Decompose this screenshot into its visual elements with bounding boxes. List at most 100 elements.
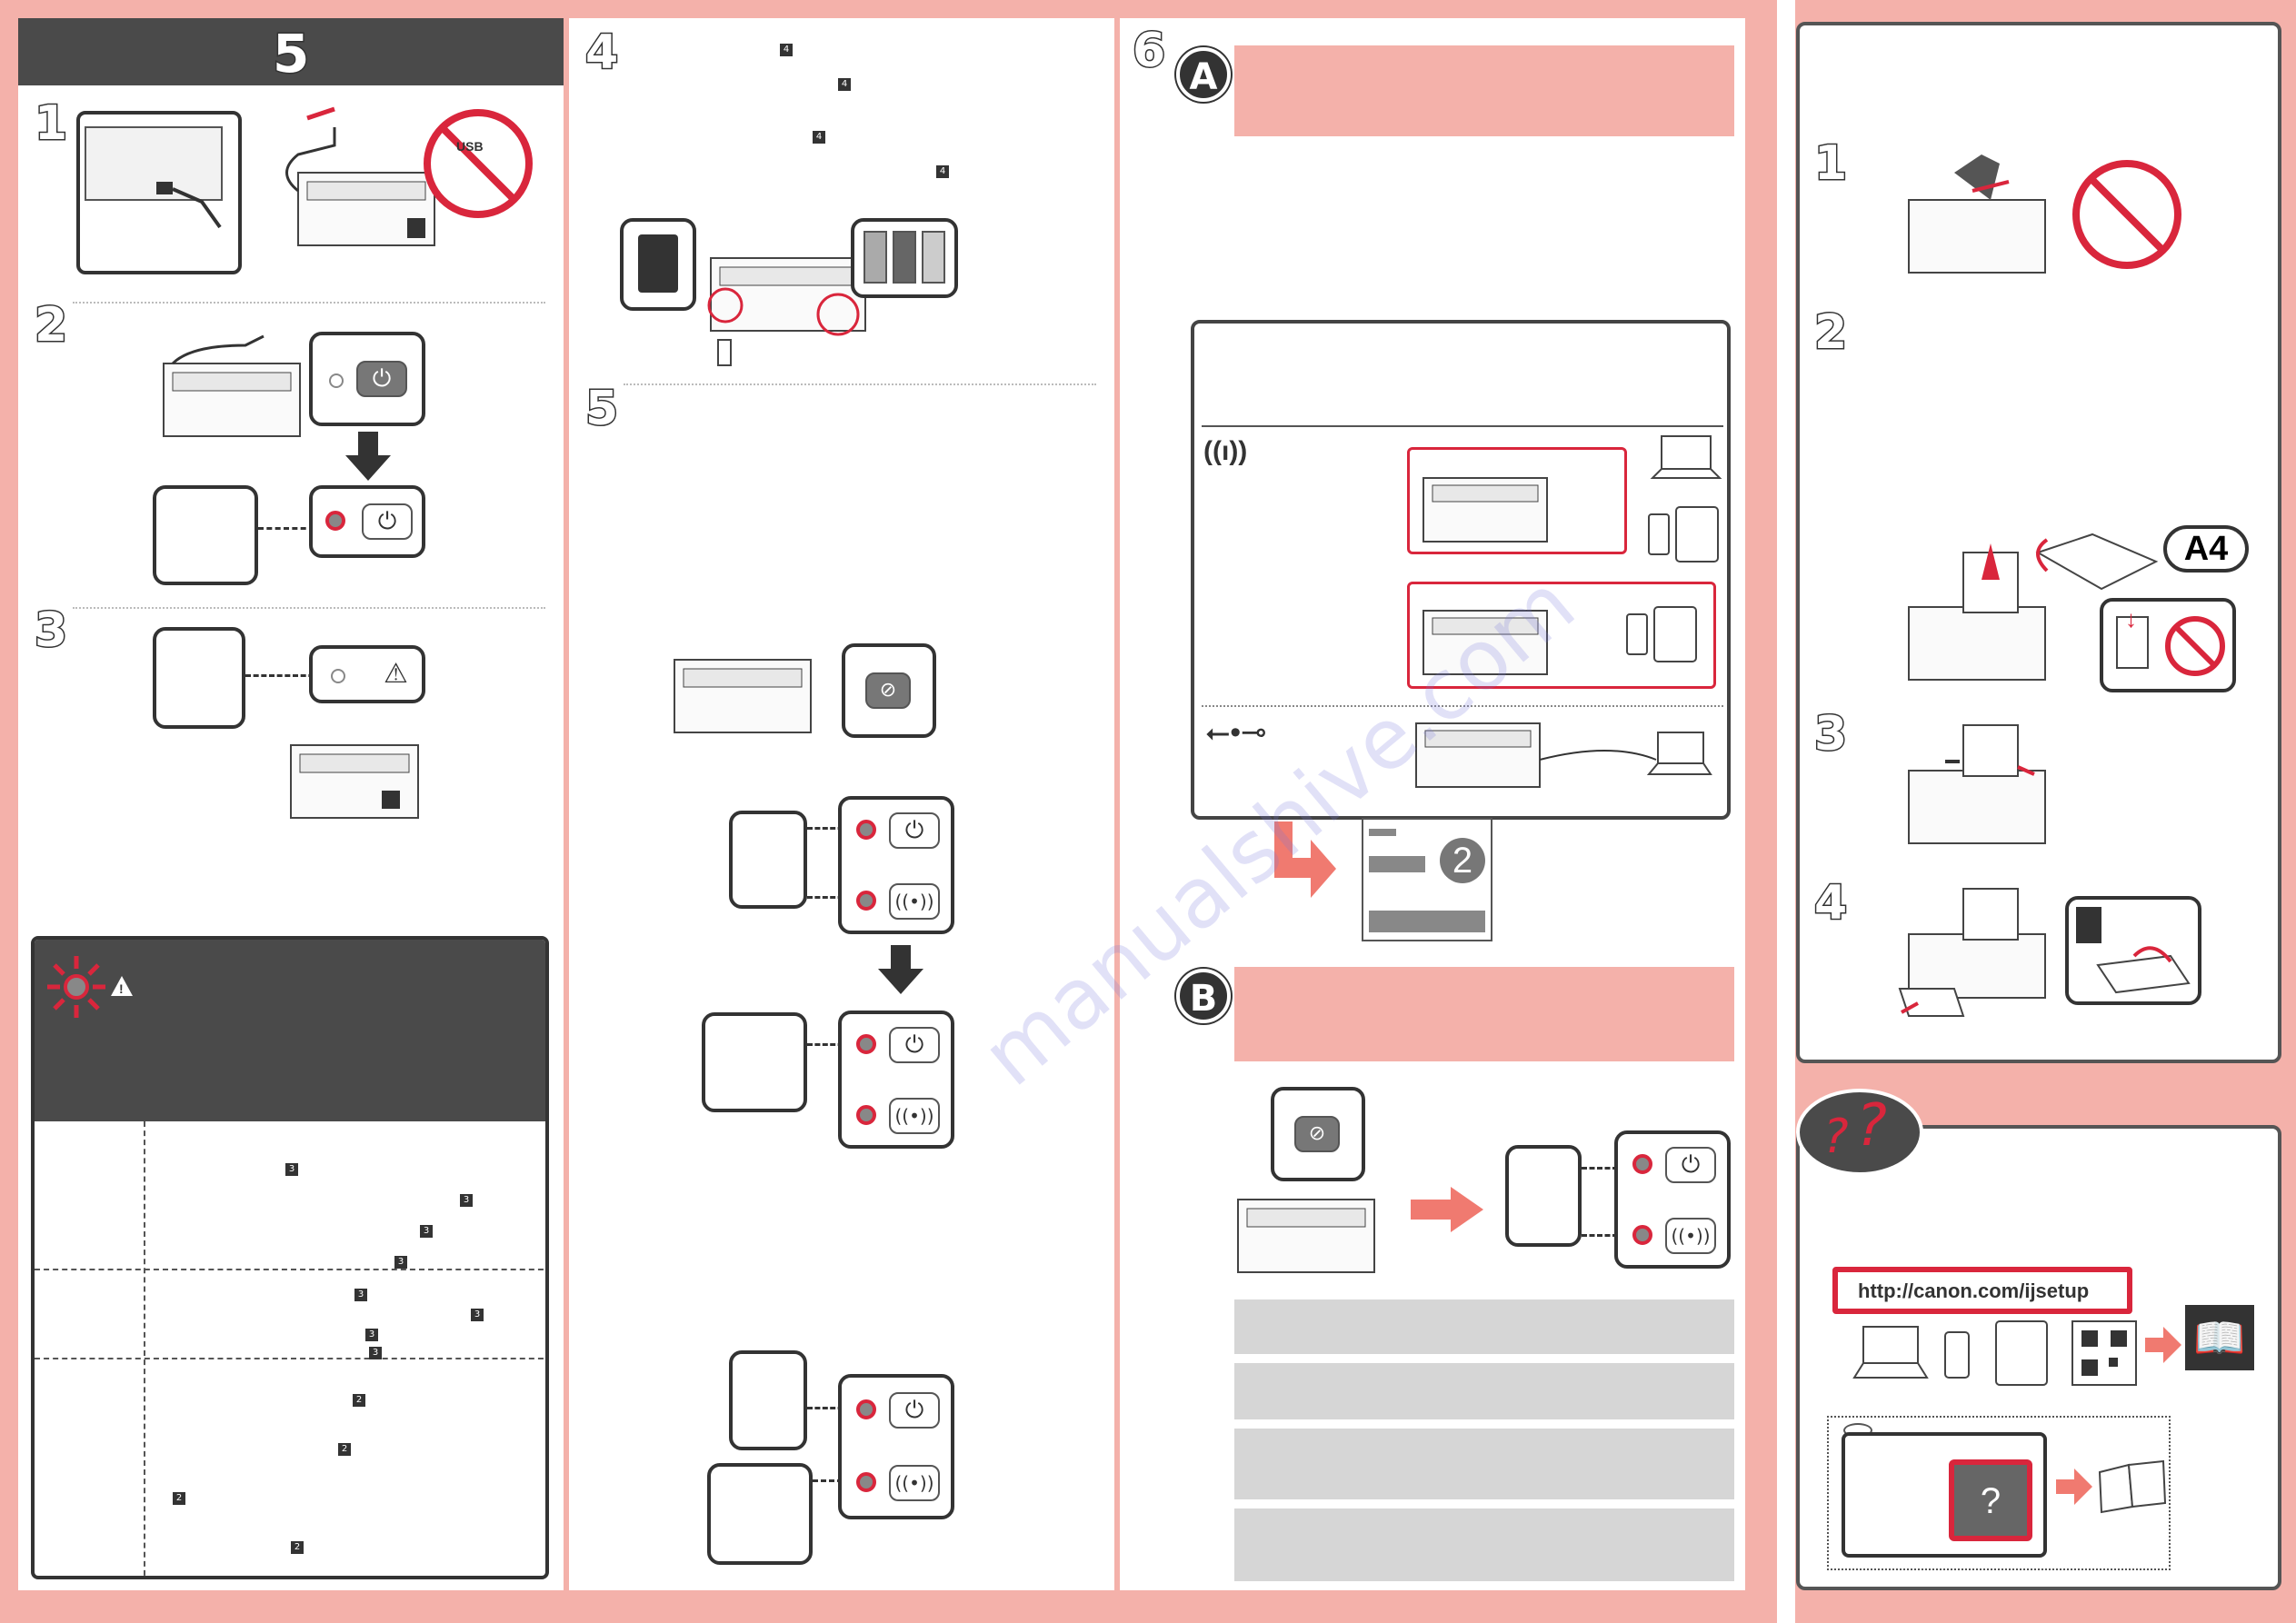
arrow-right-icon — [2145, 1327, 2181, 1363]
arrow-down-icon — [345, 432, 391, 481]
power-led-off — [329, 373, 344, 388]
power-wifi-panel-3: ⏻ ((•)) — [838, 1374, 954, 1519]
wifi-button[interactable]: ((•)) — [889, 1465, 940, 1501]
url-box[interactable]: http://canon.com/ijsetup — [1832, 1267, 2132, 1314]
divider — [73, 302, 545, 304]
power-button[interactable]: ⏻ — [356, 361, 407, 397]
stop-button-closeup: ⊘ — [1271, 1087, 1365, 1181]
status-box-3 — [729, 811, 807, 909]
panel-paper-loading: 1 2 A4 ↓ 3 4 — [1796, 22, 2281, 1063]
installer-screen: ? — [1842, 1432, 2047, 1558]
power-led-blink — [856, 1034, 876, 1054]
info-band-2 — [1234, 1363, 1734, 1419]
error-row-divider — [35, 1358, 545, 1359]
power-wifi-panel-1: ⏻ ((•)) — [838, 796, 954, 934]
svg-text:?: ? — [1856, 1092, 1887, 1160]
arrow-right-icon — [2056, 1469, 2092, 1505]
printer-with-cord-icon — [163, 334, 301, 437]
power-button[interactable]: ⏻ — [889, 1392, 940, 1429]
power-led-blink — [325, 511, 345, 531]
ref-mark: 4 — [813, 131, 825, 144]
wifi-button[interactable]: ((•)) — [889, 883, 940, 920]
panel-setup-power: 5 1 USB 2 ⏻ ⏻ 3 — [18, 18, 564, 1590]
info-band-1 — [1234, 1299, 1734, 1354]
status-box-7 — [1505, 1145, 1582, 1247]
ref-mark: 2 — [353, 1394, 365, 1407]
printer-icon — [1423, 477, 1548, 543]
booklet-number: 2 — [1440, 838, 1485, 883]
printer-rear-closeup — [76, 111, 242, 274]
paper-orientation-closeup: ↓ — [2100, 598, 2236, 692]
arrow-down-icon — [878, 945, 923, 994]
panel-connection: 6 A ((ı)) ⭠•⊸ — [1120, 18, 1745, 1590]
header-step-number: 5 — [271, 23, 310, 85]
ref-mark: 2 — [173, 1492, 185, 1505]
ink-tank — [922, 231, 945, 284]
printer-cover-open-icon — [1908, 154, 2046, 274]
booklet-bar — [1369, 911, 1485, 932]
step-2: 2 — [33, 298, 68, 353]
svg-text:!: ! — [119, 981, 124, 996]
ref-mark: 2 — [338, 1443, 351, 1456]
status-box-1 — [153, 485, 258, 585]
ref-mark: 3 — [285, 1163, 298, 1176]
panel-header-bar — [18, 18, 564, 85]
smartphone-tablet-icon — [1626, 606, 1697, 662]
power-led-panel: ⏻ — [309, 485, 425, 558]
step-3: 3 — [1812, 707, 1848, 762]
ref-mark: 4 — [838, 78, 851, 91]
step-6: 6 — [1131, 24, 1166, 78]
ref-mark: 3 — [471, 1309, 484, 1321]
help-app-icon[interactable]: ? — [1949, 1459, 2032, 1541]
alarm-led-off — [331, 669, 345, 683]
panel-online-manual: ? ? http://canon.com/ijsetup 📖 ? — [1796, 1089, 2281, 1590]
svg-text:USB: USB — [456, 139, 484, 154]
connection-methods-box: ((ı)) ⭠•⊸ — [1191, 320, 1731, 820]
tray-extension-icon — [2076, 907, 2191, 994]
power-button-panel: ⏻ — [309, 332, 425, 426]
wifi-button[interactable]: ((•)) — [889, 1098, 940, 1134]
devices-icon — [1852, 1320, 2137, 1386]
step-2: 2 — [1812, 305, 1848, 360]
power-button[interactable]: ⏻ — [889, 812, 940, 849]
power-button-small[interactable]: ⏻ — [362, 503, 413, 540]
svg-text:?: ? — [1823, 1110, 1849, 1164]
stop-button[interactable]: ⊘ — [865, 672, 911, 709]
output-tray-closeup — [2065, 896, 2201, 1005]
ref-mark: 2 — [291, 1541, 304, 1554]
printer-laptop-usb-icon — [1415, 722, 1712, 788]
question-icon: ? ? — [1796, 1089, 1923, 1176]
wifi-button[interactable]: ((•)) — [1665, 1218, 1716, 1254]
ref-mark: 3 — [460, 1194, 473, 1207]
step-4: 4 — [1812, 876, 1848, 931]
online-manual-icon[interactable]: 📖 — [2185, 1305, 2254, 1370]
booklet-bar — [1369, 829, 1396, 836]
ink-tanks-closeup — [851, 218, 958, 298]
ref-mark: 3 — [420, 1225, 433, 1238]
power-led — [1632, 1154, 1652, 1174]
power-wifi-panel-2: ⏻ ((•)) — [838, 1011, 954, 1149]
panel-ink-wireless: 4 4 4 4 4 5 ⊘ ⏻ ((•)) ⏻ — [569, 18, 1114, 1590]
status-box-2 — [153, 627, 245, 729]
power-button[interactable]: ⏻ — [1665, 1147, 1716, 1183]
paper-stack-icon — [2035, 533, 2159, 591]
step-4: 4 — [584, 25, 619, 80]
step-1: 1 — [33, 96, 68, 151]
ink-bottle-closeup — [620, 218, 696, 311]
cd-rom-box: ? — [1827, 1416, 2171, 1570]
setup-url[interactable]: http://canon.com/ijsetup — [1858, 1279, 2090, 1302]
book-icon — [2098, 1459, 2167, 1514]
printer-rear-icon — [85, 126, 223, 229]
ink-tank — [893, 231, 916, 284]
leader-line — [807, 1043, 851, 1046]
power-button[interactable]: ⏻ — [889, 1027, 940, 1063]
stop-button[interactable]: ⊘ — [1294, 1116, 1340, 1152]
error-row-divider — [35, 1269, 545, 1270]
step-1: 1 — [1812, 136, 1848, 191]
printer-guide-icon — [1908, 724, 2046, 844]
paper-size-label: A4 — [2163, 525, 2249, 573]
getting-started-booklet: 2 — [1362, 818, 1492, 941]
error-table: ! 3 3 3 3 3 3 3 3 2 2 2 2 — [31, 936, 549, 1579]
divider — [624, 383, 1096, 385]
laptop-icon — [1650, 435, 1722, 479]
